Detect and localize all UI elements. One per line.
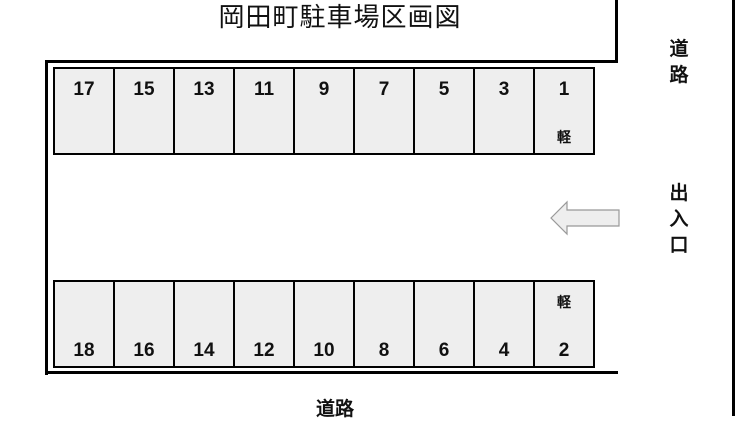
space-number: 10 <box>313 340 335 361</box>
parking-space-2[interactable]: 軽 2 <box>533 280 595 368</box>
parking-row-top: 17 15 13 11 9 7 5 3 1 軽 <box>53 67 595 155</box>
parking-space-16[interactable]: 16 <box>113 280 175 368</box>
kei-car-mark: 軽 <box>557 295 571 311</box>
space-number: 2 <box>558 340 570 361</box>
building-box-right-edge <box>615 0 618 62</box>
diagram-title: 岡田町駐車場区画図 <box>218 3 462 33</box>
space-number: 16 <box>133 340 155 361</box>
lot-left-boundary <box>45 60 48 375</box>
space-number: 17 <box>73 79 95 100</box>
road-label-right: 道路 <box>669 38 689 86</box>
parking-space-11[interactable]: 11 <box>233 67 295 155</box>
parking-row-bottom: 18 16 14 12 10 8 6 4 軽 2 <box>53 280 595 368</box>
space-number: 8 <box>378 340 390 361</box>
space-number: 14 <box>193 340 215 361</box>
entrance-label: 出入口 <box>669 182 689 256</box>
parking-space-14[interactable]: 14 <box>173 280 235 368</box>
space-number: 3 <box>498 79 510 100</box>
parking-space-15[interactable]: 15 <box>113 67 175 155</box>
space-number: 11 <box>253 79 275 100</box>
parking-space-3[interactable]: 3 <box>473 67 535 155</box>
parking-space-12[interactable]: 12 <box>233 280 295 368</box>
space-number: 13 <box>193 79 215 100</box>
road-edge-line <box>732 0 735 416</box>
parking-space-1[interactable]: 1 軽 <box>533 67 595 155</box>
entrance-arrow-icon <box>550 200 620 236</box>
space-number: 9 <box>318 79 330 100</box>
lot-top-boundary <box>45 60 618 63</box>
space-number: 4 <box>498 340 510 361</box>
parking-space-17[interactable]: 17 <box>53 67 115 155</box>
parking-space-9[interactable]: 9 <box>293 67 355 155</box>
space-number: 12 <box>253 340 275 361</box>
space-number: 5 <box>438 79 450 100</box>
parking-space-6[interactable]: 6 <box>413 280 475 368</box>
lot-bottom-boundary <box>45 371 618 374</box>
parking-space-7[interactable]: 7 <box>353 67 415 155</box>
parking-space-8[interactable]: 8 <box>353 280 415 368</box>
parking-space-5[interactable]: 5 <box>413 67 475 155</box>
space-number: 18 <box>73 340 95 361</box>
space-number: 7 <box>378 79 390 100</box>
space-number: 15 <box>133 79 155 100</box>
space-number: 6 <box>438 340 450 361</box>
space-number: 1 <box>558 79 570 100</box>
parking-space-13[interactable]: 13 <box>173 67 235 155</box>
parking-space-10[interactable]: 10 <box>293 280 355 368</box>
parking-space-4[interactable]: 4 <box>473 280 535 368</box>
road-label-bottom: 道路 <box>316 398 355 420</box>
kei-car-mark: 軽 <box>557 130 571 146</box>
parking-space-18[interactable]: 18 <box>53 280 115 368</box>
